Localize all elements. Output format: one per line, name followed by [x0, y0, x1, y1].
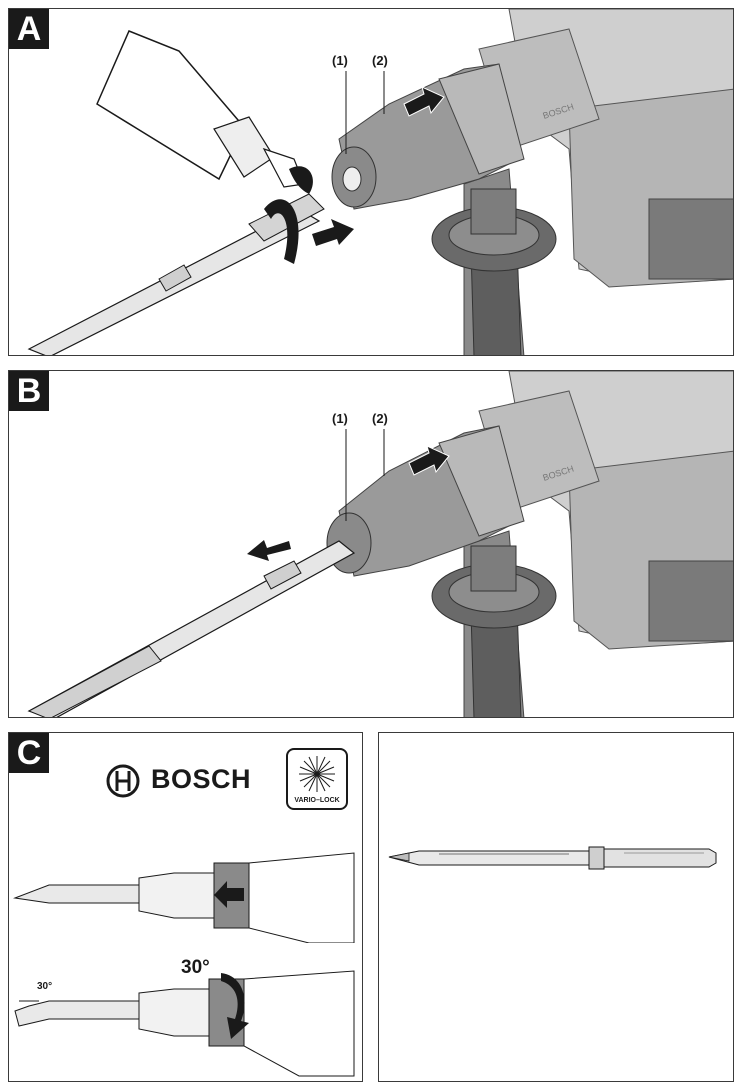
tool-holder: [326, 425, 525, 577]
angle-large: 30°: [181, 957, 210, 978]
sleeve-arrow: [408, 445, 450, 476]
tool-holder: [331, 63, 525, 210]
brand-name: BOSCH: [151, 764, 252, 794]
vario-lock-icon: [299, 756, 335, 792]
angle-small: 30°: [37, 981, 53, 992]
panel-b-illustration: BOSCH: [27, 371, 733, 717]
sleeve-arrow: [403, 86, 445, 117]
panel-a: A BOSCH: [8, 8, 734, 356]
vario-lock-badge: VARIO–LOCK: [286, 748, 348, 810]
label-1: (1): [332, 411, 348, 426]
panel-d: [378, 732, 734, 1082]
hammer-body: BOSCH: [431, 371, 733, 717]
hammer-body: BOSCH: [431, 9, 733, 355]
panel-c-tag: C: [9, 733, 49, 773]
panel-b: B BOSCH (1) (2): [8, 370, 734, 718]
label-1: (1): [332, 53, 348, 68]
chisel-a: [27, 193, 325, 355]
rotate-arrow: [221, 973, 249, 1039]
grease-tube: [96, 30, 313, 194]
label-2: (2): [372, 411, 388, 426]
panel-a-tag: A: [9, 9, 49, 49]
label-2: (2): [372, 53, 388, 68]
vario-lock-label: VARIO–LOCK: [294, 797, 340, 804]
panel-b-tag: B: [9, 371, 49, 411]
remove-arrow: [247, 540, 291, 561]
panel-c-illustration-top: [13, 852, 355, 943]
chisel-b: [27, 540, 356, 717]
chisel-d-illustration: [388, 846, 717, 870]
panel-a-illustration: BOSCH: [27, 9, 733, 355]
insert-arrow: [312, 219, 354, 246]
lock-arrow: [214, 881, 244, 908]
panel-c: C BOSCH VARIO–LOCK: [8, 732, 363, 1082]
rotation-arrow: [264, 199, 299, 264]
bosch-logo-icon: [106, 764, 140, 798]
panel-c-illustration-bottom: [14, 970, 355, 1077]
